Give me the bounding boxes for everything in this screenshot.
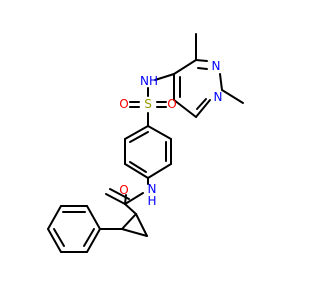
atom-labels: NH S O O N N N H O — [119, 59, 222, 208]
amide-n-label: N — [148, 182, 157, 196]
cyclopropane-ring — [121, 203, 148, 237]
methyl-groups — [195, 33, 244, 104]
sulfur-label: S — [144, 97, 152, 111]
pyrimidine-n1-label: N — [212, 59, 221, 73]
pyrimidine-ring — [173, 59, 223, 118]
pyrimidine-n2-label: N — [214, 90, 223, 104]
benzene-ring-central — [124, 125, 172, 179]
molecule-diagram: NH S O O N N N H O — [47, 33, 244, 253]
bond-pyrimidine-nh — [154, 73, 175, 81]
carbonyl-bond — [105, 188, 130, 205]
structure-canvas: NH S O O N N N H O — [47, 33, 244, 253]
amide-h-label: H — [147, 194, 156, 208]
nh-sulfonamide-label: NH — [140, 74, 158, 88]
oxygen-left-label: O — [119, 97, 128, 111]
bond-n-carbonyl — [124, 192, 144, 205]
carbonyl-oxygen-label: O — [119, 183, 128, 197]
oxygen-right-label: O — [167, 97, 176, 111]
phenyl-ring — [47, 205, 101, 253]
sulfonyl-bonds — [129, 101, 167, 108]
